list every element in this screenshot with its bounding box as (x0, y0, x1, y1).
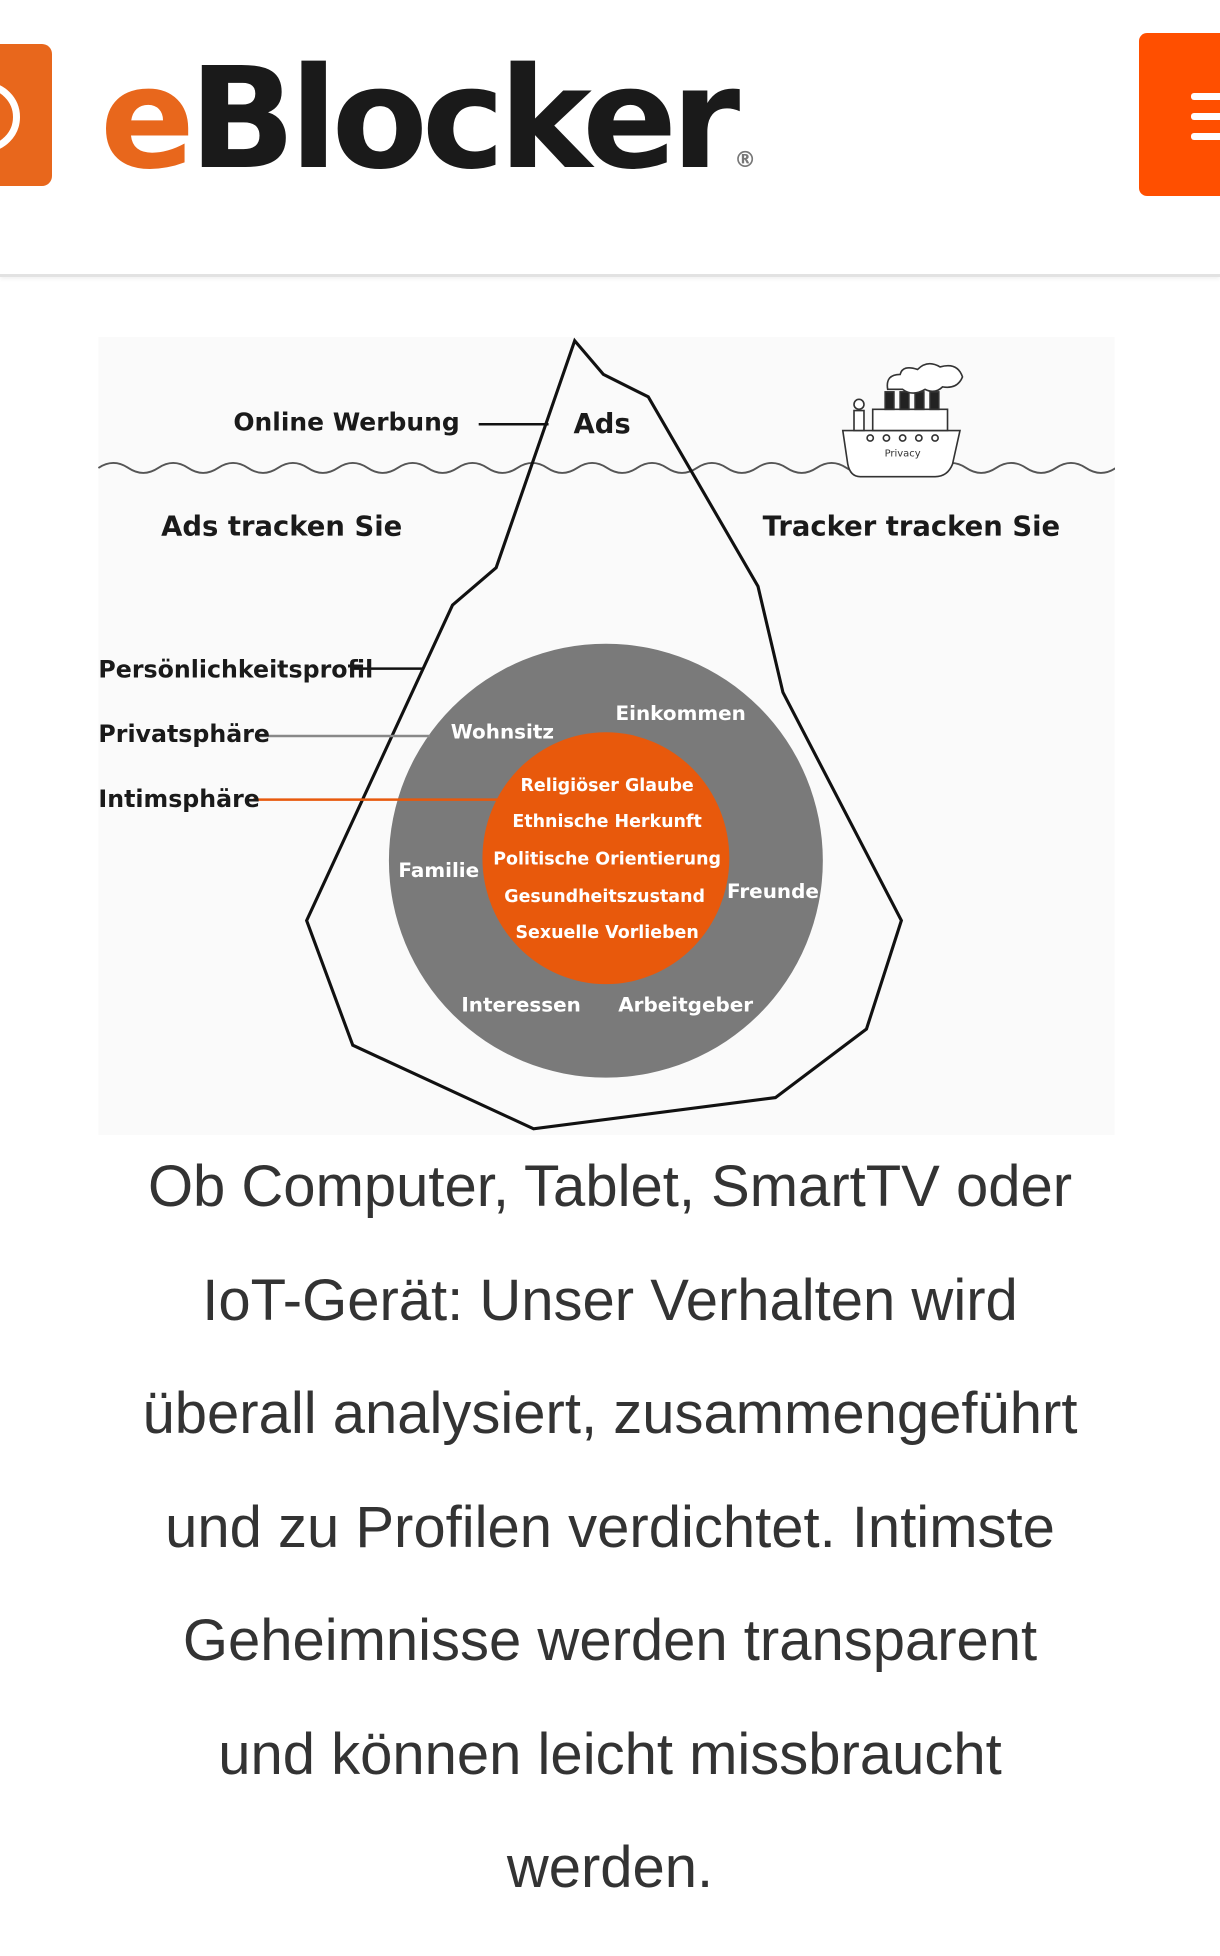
site-header: eBlocker® (0, 0, 1220, 277)
logo-e: e (100, 38, 195, 201)
paragraph-line: Ob Computer, Tablet, SmartTV oder (147, 1154, 1073, 1219)
label-intimsphaere: Intimsphäre (98, 785, 259, 813)
label-tracker-tracken: Tracker tracken Sie (763, 511, 1060, 542)
hamburger-menu-icon (1191, 93, 1220, 100)
intimsphaere-circle (482, 732, 730, 985)
label-online-werbung: Online Werbung (233, 408, 459, 437)
hamburger-line (1191, 113, 1220, 120)
intro-paragraph: Ob Computer, Tablet, SmartTV oder IoT-Ge… (60, 1130, 1160, 1925)
label-wohnsitz: Wohnsitz (451, 719, 554, 743)
label-politische-orientierung: Politische Orientierung (493, 849, 721, 869)
label-religioeser-glaube: Religiöser Glaube (520, 776, 693, 796)
ship-icon (841, 362, 964, 478)
label-sexuelle-vorlieben: Sexuelle Vorlieben (515, 923, 698, 943)
logo-registered: ® (734, 148, 757, 173)
hamburger-menu-button[interactable] (1139, 33, 1220, 196)
label-persoenlichkeitsprofil: Persönlichkeitsprofil (98, 655, 373, 683)
paragraph-line: und zu Profilen verdichtet. Intimste (165, 1494, 1055, 1560)
label-privatsphaere: Privatsphäre (98, 720, 270, 748)
label-freunde: Freunde (727, 879, 819, 903)
paragraph-line: Geheimnisse werden transparent (182, 1608, 1038, 1673)
logo-name: Blocker (188, 38, 740, 201)
label-ads: Ads (574, 409, 631, 440)
eblocker-logo-icon[interactable] (0, 44, 52, 186)
paragraph-line: und können leicht missbraucht (218, 1721, 1002, 1787)
label-interessen: Interessen (461, 993, 580, 1017)
label-ads-tracken: Ads tracken Sie (161, 511, 402, 542)
paragraph-line: IoT-Gerät: Unser Verhalten wird (202, 1267, 1018, 1333)
paragraph-line: werden. (506, 1835, 714, 1900)
label-ethnische-herkunft: Ethnische Herkunft (512, 812, 701, 832)
label-arbeitgeber: Arbeitgeber (618, 993, 753, 1017)
label-familie: Familie (398, 858, 479, 882)
ship-label: Privacy (885, 449, 921, 460)
eblocker-logo[interactable]: eBlocker® (100, 40, 756, 241)
label-gesundheitszustand: Gesundheitszustand (504, 887, 705, 907)
hamburger-line (1191, 133, 1220, 140)
iceberg-diagram: Privacy Online Werbung Ads Ads tracken S… (98, 337, 1115, 1135)
paragraph-line: überall analysiert, zusammengeführt (142, 1381, 1078, 1446)
label-einkommen: Einkommen (616, 701, 746, 725)
iceberg-outline (304, 337, 904, 1131)
